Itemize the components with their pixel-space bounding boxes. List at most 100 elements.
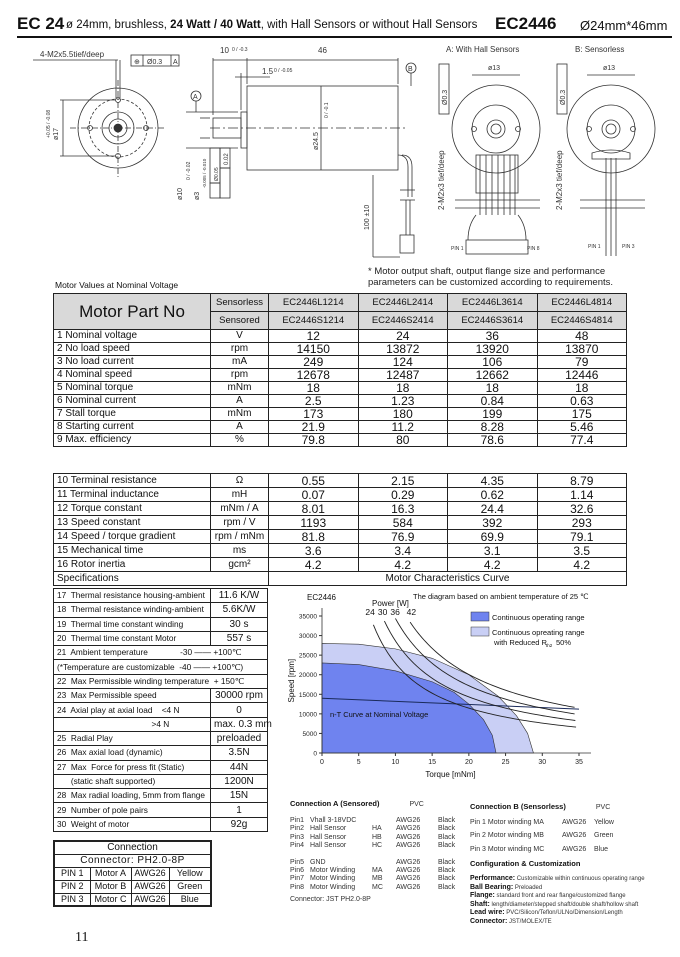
pin-cell: Black [438,875,456,883]
parameter-label: 9 Max. efficiency [53,433,211,447]
parameter-value: 13920 [447,342,538,356]
config-item: Flange: standard front and rear flange/c… [470,892,670,901]
x-tick-label: 30 [538,759,546,766]
config-value: Preloaded [513,884,543,891]
connection-b: Connection B (Sensorless)PVC Pin 1 Motor… [470,802,670,926]
parameter-value: 0.84 [447,394,538,408]
parameter-value: 18 [447,381,538,395]
spec-value: preloaded [210,730,268,747]
parameter-value: 14150 [268,342,359,356]
sensored-part-number: EC2446S4814 [536,311,627,330]
model-number: EC2446 [495,14,557,33]
pin-cell: AWG26 [562,845,587,853]
parameter-unit: A [210,420,269,434]
customization-note: * Motor output shaft, output flange size… [368,266,614,288]
power-axis-label: Power [W] [372,599,409,608]
connection-cell: Motor C [89,892,132,907]
concentricity-tolerance: Ø0.05 [214,167,220,181]
sensored-part-number: EC2446S2414 [357,311,448,330]
x-axis-label: Torque [mNm] [425,770,475,779]
connection-b-title: Connection B (Sensorless) [470,802,566,811]
parameter-label: 15 Mechanical time [53,543,211,558]
spec-value: 15N [210,788,268,804]
parameter-label: 6 Nominal current [53,394,211,408]
pin-cell: Black [438,867,456,875]
parameter-value: 81.8 [268,529,359,544]
nominal-curve-label: n-T Curve at Nominal Voltage [330,710,428,719]
pin1-label: PIN 1 [588,244,601,250]
power-curve-30w [384,620,576,721]
dia10-tolerance: 0 / -0.02 [186,161,192,180]
spec-value: 30 s [210,616,268,632]
pin-cell: AWG26 [396,833,421,841]
parameter-value: 18 [268,381,359,395]
parameter-value: 1.14 [536,487,627,502]
datum-b: B [408,66,413,73]
config-item: Performance: Customizable within continu… [470,875,670,884]
rear-view-hall: A: With Hall Sensors ø13 Ø0.3 2-M2x3 tie… [437,45,541,255]
pin1-label: PIN 1 [451,246,464,252]
parameter-value: 18 [357,381,448,395]
parameter-unit: rpm / mNm [210,529,269,544]
sensorless-part-number: EC2446L1214 [268,293,359,312]
model-size: Ø24mm*46mm [580,18,668,33]
position-tolerance-value: Ø0.3 [147,59,162,66]
series-name: EC 24 [17,14,65,33]
legend-percent: 50% [556,638,571,647]
power-curve-24w [372,624,577,728]
side-view: 10 0 / -0.3 46 1.5 0 / -0.05 A B ø24.5 0… [177,46,417,258]
dia13-label: ø13 [488,65,500,72]
parameter-value: 5.46 [536,420,627,434]
y-tick-label: 20000 [299,672,317,679]
config-value: PVC/Silicon/Teflon/ULNo/Dimension/Length [504,910,623,917]
datum-a: A [193,94,198,101]
parameter-value: 175 [536,407,627,421]
rear-view-sensorless: B: Sensorless ø13 Ø0.3 2-M2x3 tief/deep … [555,45,656,256]
y-tick-label: 10000 [299,711,317,718]
y-tick-label: 0 [313,751,317,758]
pin-cell: Pin 2 Motor winding MB [470,832,544,840]
pin-cell: MA [372,867,383,875]
chart-title: EC2446 [307,593,336,602]
dia245-tolerance: 0 / -0.1 [324,102,330,118]
parameter-value: 249 [268,355,359,369]
parameter-value: 8.28 [447,420,538,434]
pin-cell: AWG26 [396,825,421,833]
spec-label: 22 Max Permissible winding temperature +… [53,673,268,690]
spec-value: 92g [210,816,268,833]
pin-cell: Blue [594,845,609,853]
parameter-value: 173 [268,407,359,421]
y-tick-label: 15000 [299,692,317,699]
parameter-value: 4.35 [447,473,538,488]
len46-label: 46 [318,46,327,55]
parameter-value: 76.9 [357,529,448,544]
pin-cell: Yellow [594,819,614,827]
spec-value: 3.5N [210,745,268,761]
parameter-value: 18 [536,381,627,395]
page-number: 11 [75,930,89,945]
parameter-label: 12 Torque constant [53,501,211,516]
parameter-value: 21.9 [268,420,359,434]
parameter-value: 3.5 [536,543,627,558]
parameter-label: 10 Terminal resistance [53,473,211,488]
parameter-value: 1193 [268,515,359,530]
pin-cell [372,817,396,825]
pin-cell: Pin1 [290,817,305,825]
sensorless-part-number: EC2446L4814 [536,293,627,312]
